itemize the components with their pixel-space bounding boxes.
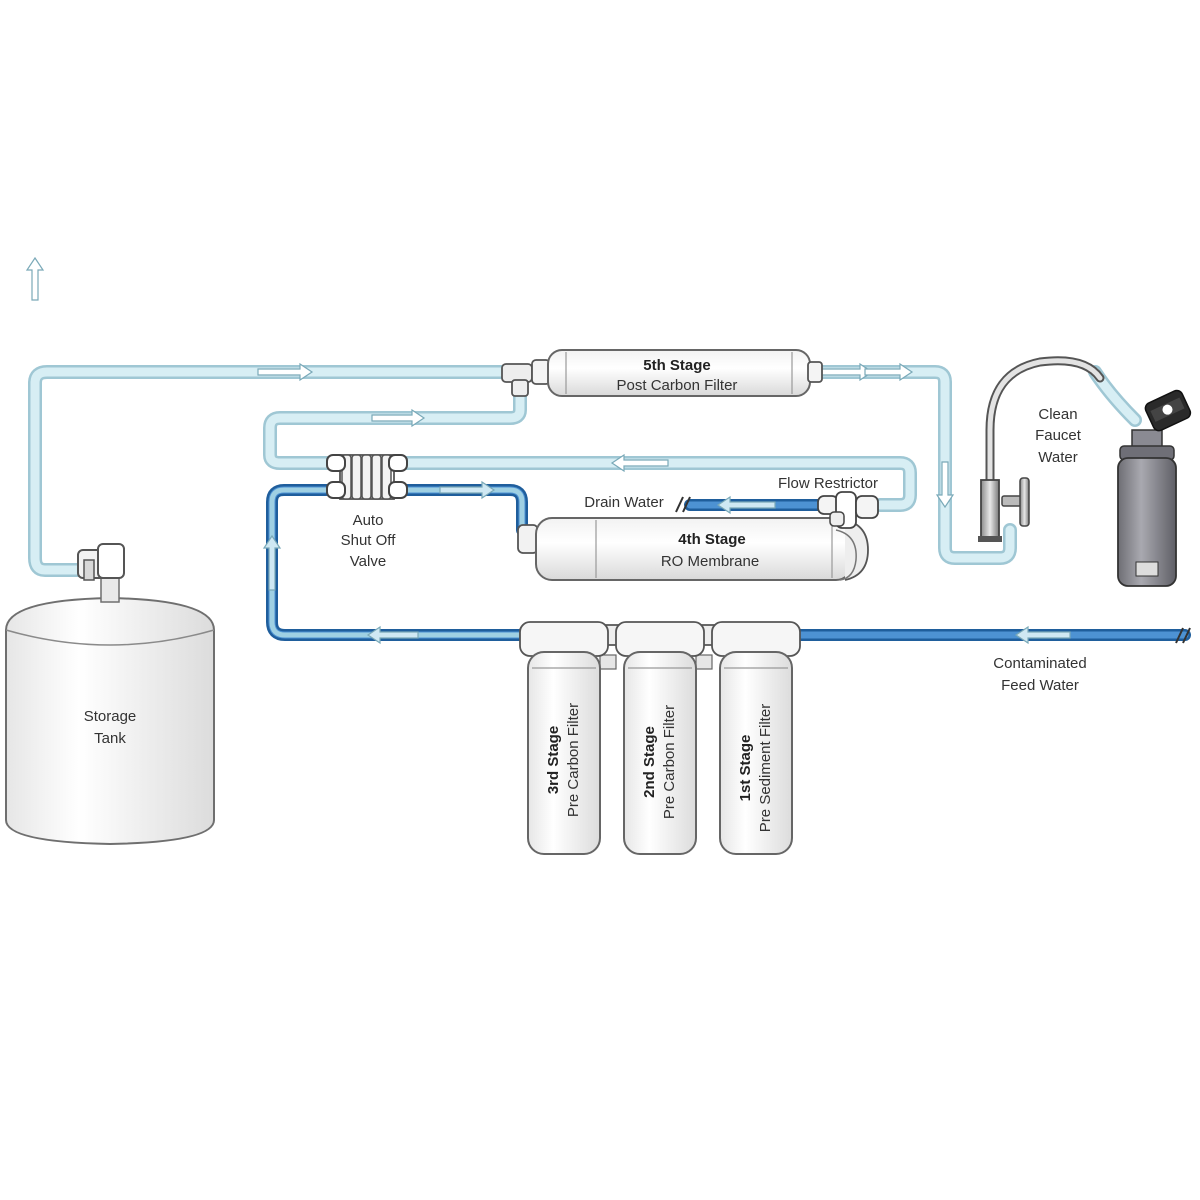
stage4-title: 4th Stage (678, 531, 746, 548)
bottle-cap-icon (1144, 389, 1192, 432)
drain-break-mark (675, 496, 691, 513)
stage2-pre-carbon-filter: 2nd Stage Pre Carbon Filter (615, 621, 705, 855)
stage4-subtitle: RO Membrane (661, 553, 759, 570)
stage3-title: 3rd Stage (545, 726, 562, 794)
tank-label-line2: Tank (94, 730, 126, 747)
flow-restrictor-label: Flow Restrictor (778, 475, 878, 492)
stage3-pre-carbon-filter: 3rd Stage Pre Carbon Filter (519, 621, 609, 855)
stage3-subtitle: Pre Carbon Filter (565, 703, 582, 817)
faucet-label-line1: Clean (1038, 406, 1077, 423)
auto-shut-off-valve: Auto Shut Off Valve (326, 454, 408, 570)
tank-label-line1: Storage (84, 708, 137, 725)
stage2-subtitle: Pre Carbon Filter (661, 705, 678, 819)
valve-label-line1: Auto (353, 512, 384, 529)
feed-break-mark (1175, 627, 1191, 644)
arrow-up-icon (262, 534, 282, 591)
flow-restrictor (817, 491, 879, 529)
stage5-subtitle: Post Carbon Filter (617, 377, 738, 394)
stage5-title: 5th Stage (643, 357, 711, 374)
faucet-label-line2: Faucet (1035, 427, 1082, 444)
arrow-left-icon (610, 453, 669, 473)
arrow-right-icon (257, 362, 314, 382)
feed-water-label-line1: Contaminated (993, 655, 1086, 672)
stage4-ro-membrane: 4th Stage RO Membrane (517, 517, 869, 581)
arrow-right-icon (371, 408, 426, 428)
arrow-left-icon (366, 625, 419, 645)
arrow-right-icon (819, 362, 874, 382)
faucet-label-line3: Water (1038, 449, 1077, 466)
stage1-pre-sediment-filter: 1st Stage Pre Sediment Filter (711, 621, 801, 855)
tee-fitting-icon (501, 363, 533, 397)
water-bottle-icon (1117, 429, 1177, 587)
valve-label-line3: Valve (350, 553, 386, 570)
tank-valve-icon (77, 543, 125, 581)
stage1-title: 1st Stage (737, 735, 754, 802)
stage2-title: 2nd Stage (641, 726, 658, 798)
arrow-up-icon (25, 256, 45, 301)
valve-label-line2: Shut Off (341, 532, 397, 549)
arrow-right-icon (439, 480, 496, 500)
clean-water-tubing (28, 365, 1142, 577)
faucet-icon: Clean Faucet Water (978, 356, 1105, 542)
arrow-left-icon (716, 495, 776, 515)
arrow-right-icon (864, 362, 914, 382)
drain-water-label: Drain Water (584, 494, 663, 511)
storage-tank: Storage Tank (5, 543, 215, 846)
arrow-left-icon (1014, 625, 1071, 645)
feed-water-label-line2: Feed Water (1001, 677, 1079, 694)
flow-arrows (25, 256, 1071, 645)
stage1-subtitle: Pre Sediment Filter (757, 704, 774, 832)
stage5-post-carbon-filter: 5th Stage Post Carbon Filter (501, 349, 823, 397)
arrow-down-icon (935, 461, 955, 509)
